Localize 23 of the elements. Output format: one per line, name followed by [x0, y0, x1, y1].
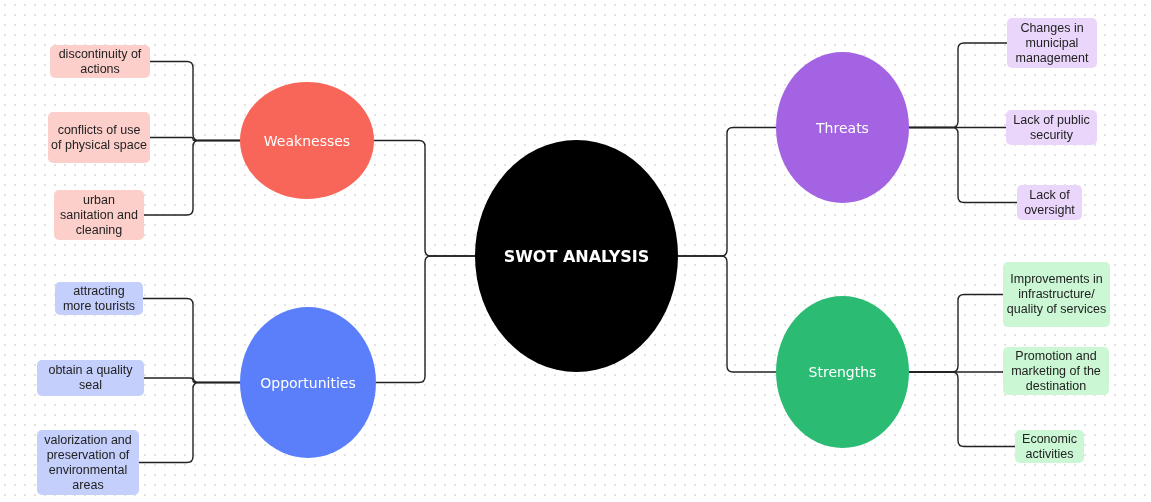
connector-line	[375, 255, 476, 384]
connector-line	[908, 371, 1016, 448]
category-ellipse: Weaknesses	[240, 82, 374, 199]
item-tag: Promotion and marketing of the destination	[1003, 347, 1109, 395]
connector-line	[143, 139, 241, 216]
item-tag: valorization and preservation of environmental areas	[37, 430, 139, 495]
item-tag: Changes in municipal management	[1007, 18, 1097, 68]
item-tag: Lack of public security	[1006, 110, 1097, 145]
central-topic-ellipse: SWOT ANALYSIS	[475, 140, 678, 372]
item-tag: discontinuity of actions	[50, 45, 150, 78]
item-tag: Economic activities	[1015, 430, 1084, 463]
item-tag: urban sanitation and cleaning	[54, 190, 144, 240]
connector-line	[908, 126, 1018, 204]
item-tag: obtain a quality seal	[37, 360, 144, 396]
item-tag: conflicts of use of physical space	[48, 112, 150, 163]
item-tag: attracting more tourists	[55, 282, 143, 315]
category-ellipse: Threats	[776, 52, 909, 203]
item-tag: Improvements in infrastructure/ quality of services	[1003, 262, 1110, 327]
category-ellipse: Opportunities	[240, 307, 376, 458]
item-tag: Lack of oversight	[1017, 185, 1082, 220]
connector-line	[677, 255, 777, 373]
category-ellipse: Strengths	[776, 296, 909, 448]
connector-line	[138, 381, 241, 464]
